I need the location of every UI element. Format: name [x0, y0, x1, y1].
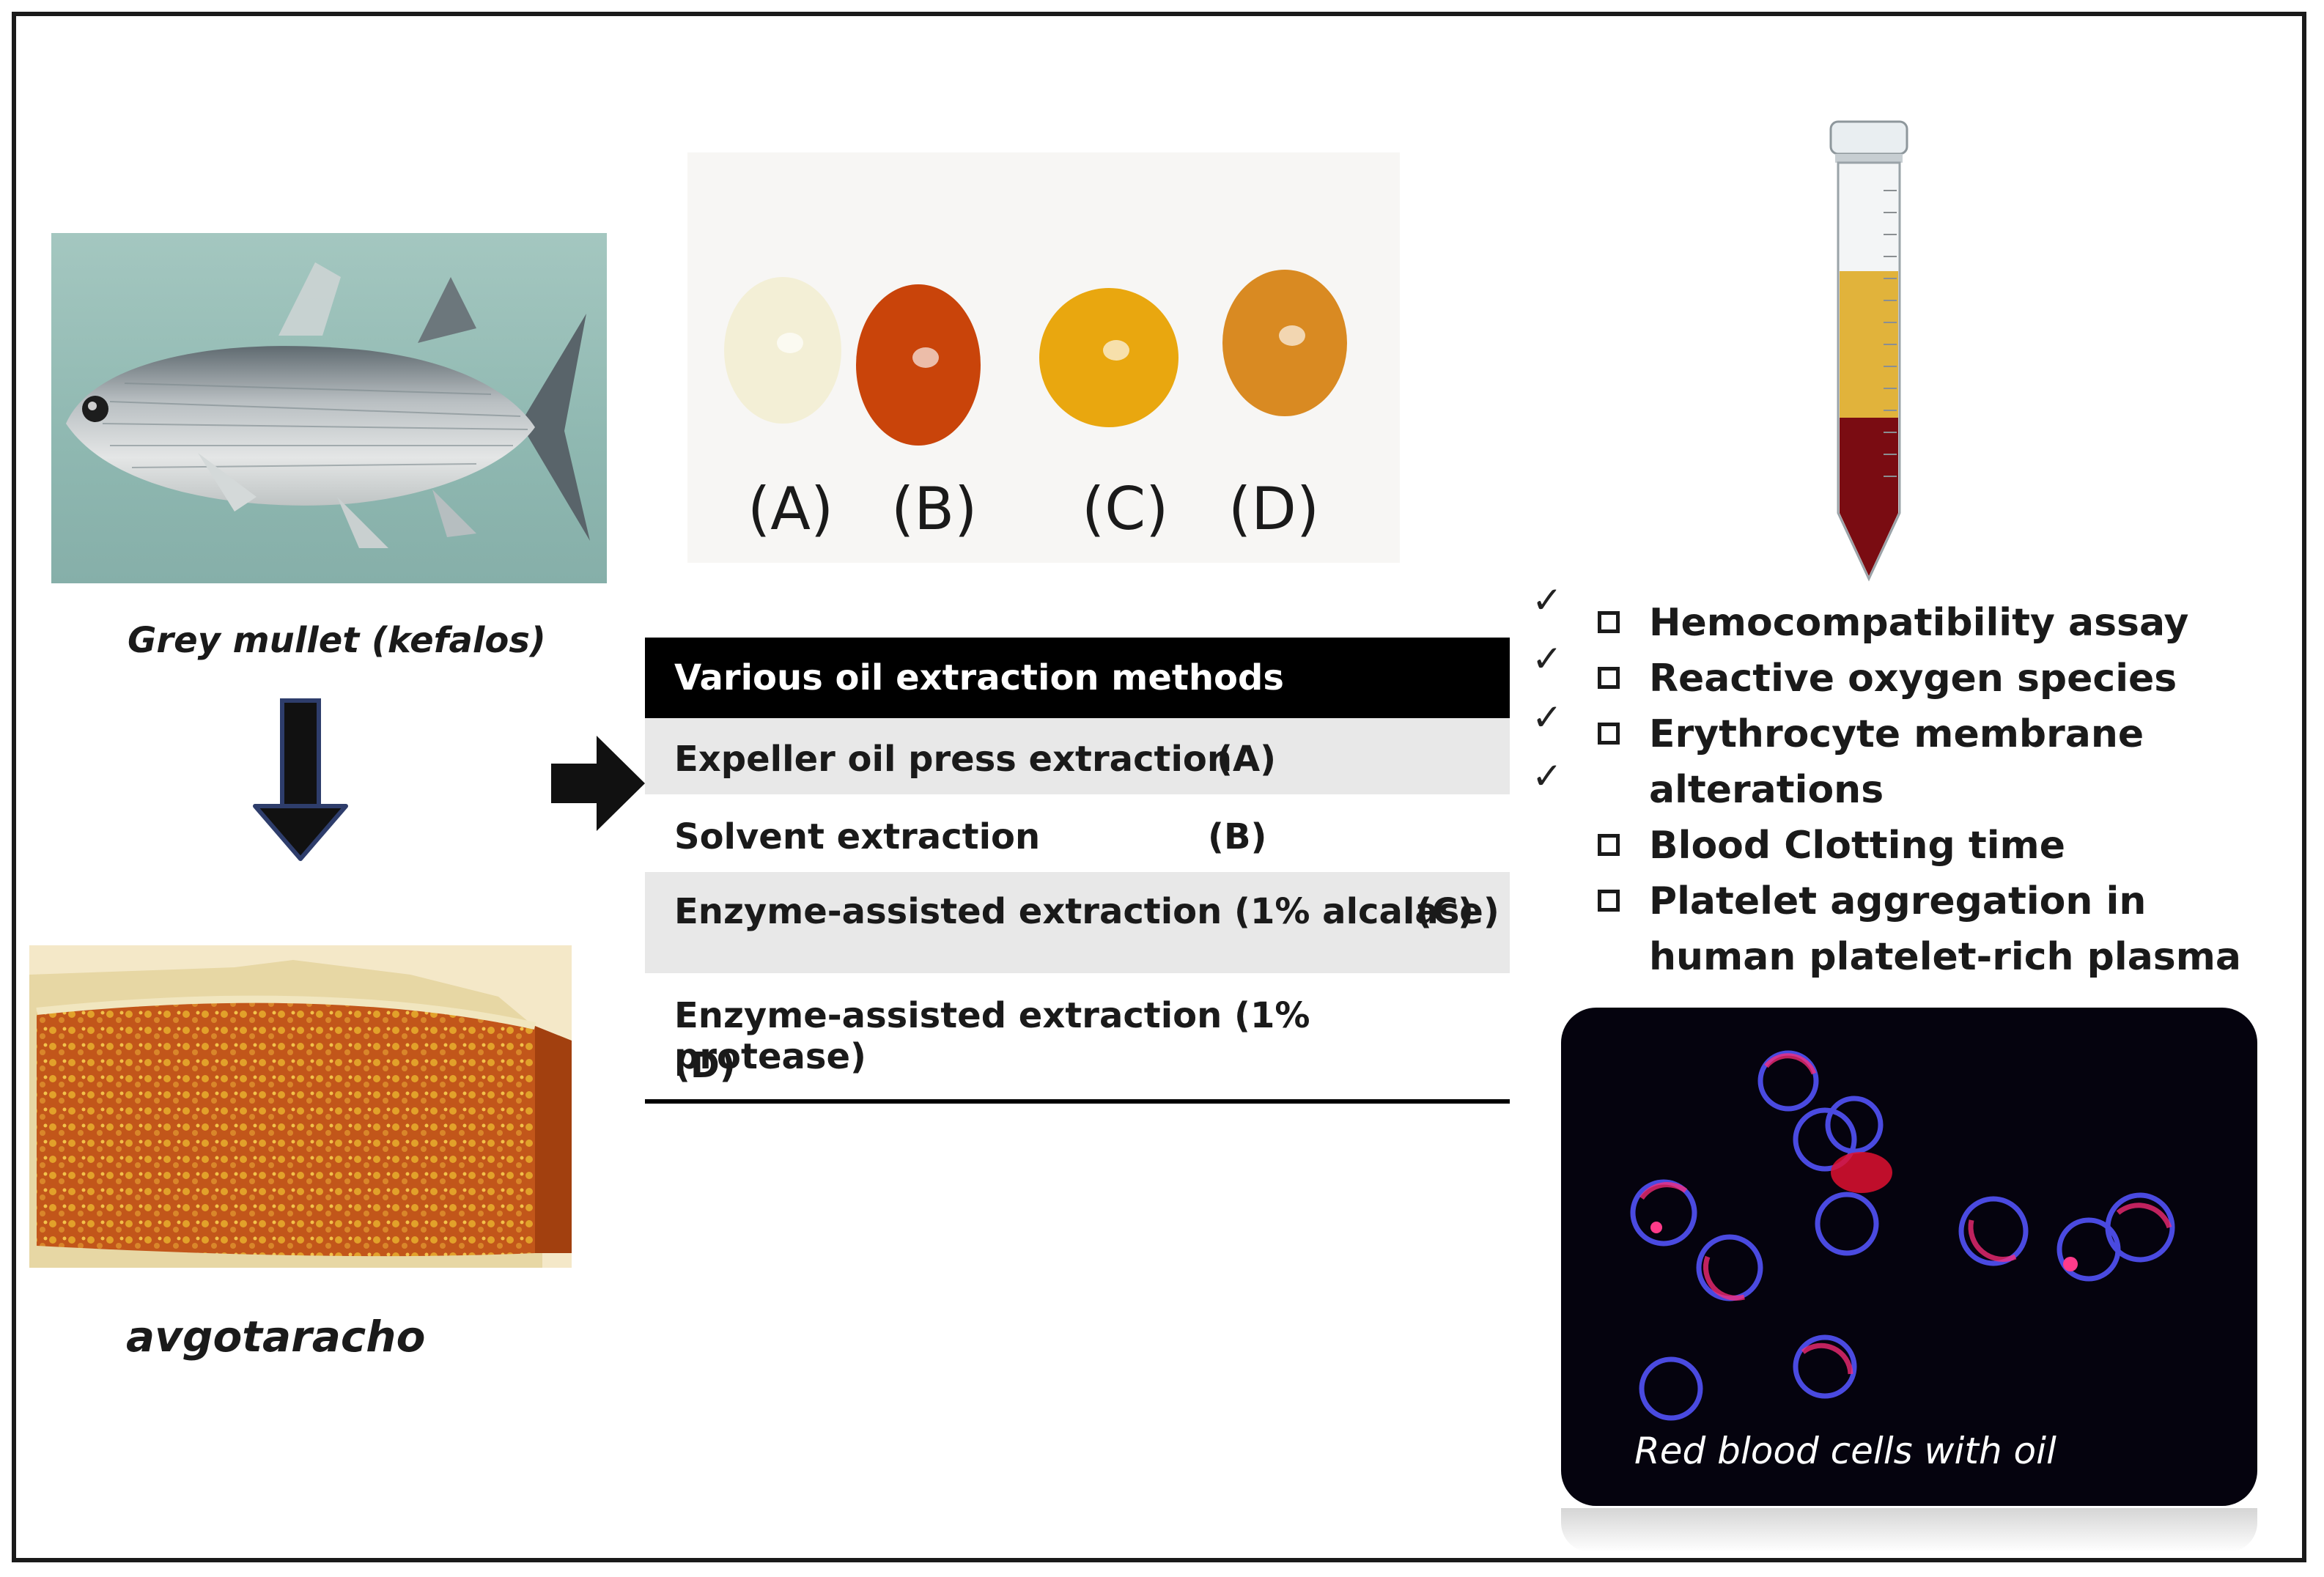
list-item: Reactive oxygen species [1598, 651, 2257, 706]
assay-label: Blood Clotting time [1649, 824, 2065, 868]
right-arrow-icon [551, 736, 645, 831]
list-item: Platelet aggregation in [1598, 874, 2257, 929]
oil-drop-highlight [777, 333, 803, 353]
method-name: Enzyme-assisted extraction (1% protease) [674, 995, 1310, 1077]
method-label: (A) [1217, 739, 1277, 780]
cells-caption: Red blood cells with oil [1634, 1430, 2056, 1472]
method-name: Solvent extraction [674, 816, 1041, 857]
oil-drop-highlight [912, 347, 939, 368]
check-icon: ✓ [1532, 579, 1563, 621]
roe-caption: avgotaracho [126, 1312, 426, 1362]
blood-tube-icon [1829, 120, 1908, 582]
method-name: Expeller oil press extraction [674, 739, 1233, 780]
assay-label: alterations [1649, 768, 1884, 812]
checkbox-icon [1598, 611, 1623, 637]
table-header: Various oil extraction methods [645, 638, 1510, 718]
list-item-continuation: human platelet-rich plasma [1598, 929, 2257, 985]
assay-list: Hemocompatibility assay Reactive oxygen … [1598, 595, 2257, 985]
assay-label: Erythrocyte membrane [1649, 712, 2144, 756]
assay-label: human platelet-rich plasma [1649, 935, 2242, 979]
check-icon: ✓ [1532, 696, 1563, 739]
oil-drop-highlight [1279, 325, 1305, 346]
oil-drop-highlight [1103, 340, 1129, 361]
table-bottom-rule [645, 1099, 1510, 1104]
down-arrow-icon [253, 698, 348, 861]
table-row: Enzyme-assisted extraction (1% protease)… [645, 973, 1510, 1099]
method-label: (C) [1416, 891, 1475, 932]
method-name: Enzyme-assisted extraction (1% alcalase) [674, 891, 1499, 932]
assay-label: Reactive oxygen species [1649, 657, 2177, 701]
method-label: (D) [674, 1045, 736, 1086]
assay-label: Platelet aggregation in [1649, 879, 2147, 923]
oil-samples-photo: (A) (B) (C) (D) [687, 152, 1400, 563]
table-row: Solvent extraction (B) [645, 794, 1510, 872]
oil-drops [724, 270, 1347, 446]
checkbox-icon [1598, 723, 1623, 748]
check-icon: ✓ [1532, 638, 1563, 680]
table-row: Expeller oil press extraction (A) [645, 718, 1510, 794]
oil-label-c: (C) [1082, 475, 1169, 543]
oil-label-a: (A) [748, 475, 834, 543]
cells-panel-reflection [1561, 1508, 2257, 1552]
checkbox-icon [1598, 667, 1623, 693]
fish-caption: Grey mullet (kefalos) [128, 620, 546, 661]
list-item-continuation: alterations [1598, 762, 2257, 818]
oil-label-b: (B) [891, 475, 978, 543]
method-label: (B) [1208, 816, 1267, 857]
tube-blood [1840, 418, 1898, 576]
fish-roe-photo [29, 945, 572, 1268]
list-item: Hemocompatibility assay [1598, 595, 2257, 651]
oil-label-d: (D) [1228, 475, 1320, 543]
red-blood-cells-microscopy: Red blood cells with oil [1561, 1008, 2257, 1506]
grey-mullet-fish-photo [51, 233, 607, 583]
list-item: Erythrocyte membrane [1598, 706, 2257, 762]
checkbox-icon [1598, 890, 1623, 915]
checkbox-icon [1598, 834, 1623, 860]
check-icon: ✓ [1532, 755, 1563, 797]
table-row: Enzyme-assisted extraction (1% alcalase)… [645, 872, 1510, 973]
extraction-methods-table: Various oil extraction methods Expeller … [645, 638, 1510, 1104]
list-item: Blood Clotting time [1598, 818, 2257, 874]
assay-label: Hemocompatibility assay [1649, 601, 2189, 645]
